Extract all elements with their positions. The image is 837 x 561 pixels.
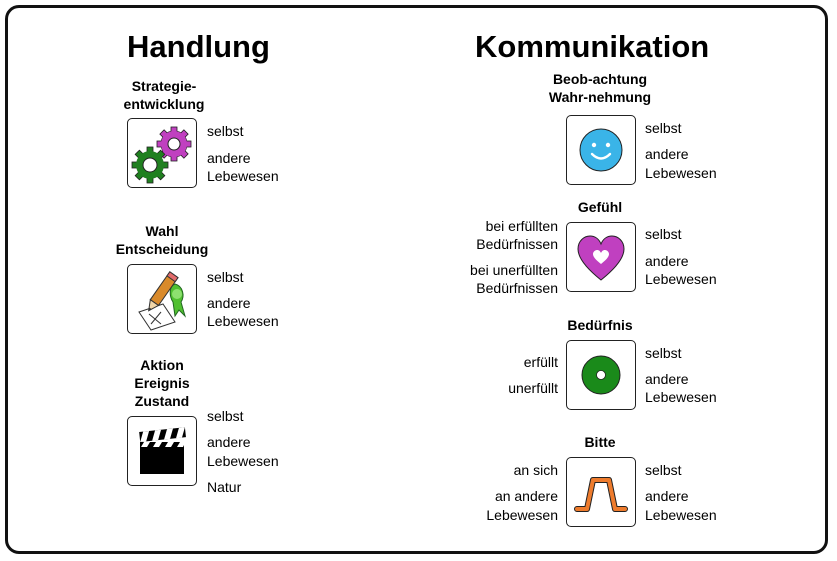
diagram-frame xyxy=(5,5,828,554)
need-right-1: selbst xyxy=(645,345,682,361)
action-right-2: andere xyxy=(207,434,251,450)
strategy-label-line-1: Strategie- xyxy=(131,78,197,94)
feeling-left-4: Bedürfnissen xyxy=(476,280,558,296)
choice-right-1: selbst xyxy=(207,269,244,285)
observation-label-line-2: Wahr-nehmung xyxy=(548,89,652,105)
need-label: Bedürfnis xyxy=(550,316,650,334)
action-label-line-2: Ereignis xyxy=(134,375,190,391)
gears-icon xyxy=(127,118,197,188)
smiley-icon xyxy=(566,115,636,185)
handlung-heading: Handlung xyxy=(127,29,270,64)
observation-label-line-1: Beob-achtung xyxy=(552,71,648,87)
action-label: Aktion Ereignis Zustand xyxy=(102,356,222,410)
need-left-2: unerfüllt xyxy=(508,380,558,396)
feeling-label-line-1: Gefühl xyxy=(577,199,623,215)
observation-right-1: selbst xyxy=(645,120,682,136)
choice-right-3: Lebewesen xyxy=(207,313,279,329)
strategy-right-2: andere xyxy=(207,150,251,166)
kommunikation-heading: Kommunikation xyxy=(475,29,710,64)
feeling-left-3: bei unerfüllten xyxy=(470,262,558,278)
request-left-1: an sich xyxy=(513,462,558,478)
heart-icon xyxy=(566,222,636,292)
request-right-3: Lebewesen xyxy=(645,507,717,523)
need-label-line-1: Bedürfnis xyxy=(567,317,633,333)
strategy-label: Strategie- entwicklung xyxy=(104,77,224,113)
green-circle-icon xyxy=(566,340,636,410)
choice-label-line-2: Entscheidung xyxy=(115,241,209,257)
action-right-3: Lebewesen xyxy=(207,453,279,469)
observation-right-3: Lebewesen xyxy=(645,165,717,181)
request-left-2: an andere xyxy=(494,488,558,504)
action-label-line-3: Zustand xyxy=(134,393,190,409)
feeling-left-1: bei erfüllten xyxy=(485,218,558,234)
choice-label-line-1: Wahl xyxy=(145,223,179,239)
feeling-left-2: Bedürfnissen xyxy=(476,236,558,252)
clapperboard-icon xyxy=(127,416,197,486)
request-right-1: selbst xyxy=(645,462,682,478)
action-right-1: selbst xyxy=(207,408,244,424)
request-left-3: Lebewesen xyxy=(486,507,558,523)
need-left-1: erfüllt xyxy=(523,354,558,370)
feeling-right-1: selbst xyxy=(645,226,682,242)
choice-right-2: andere xyxy=(207,295,251,311)
request-label: Bitte xyxy=(550,433,650,451)
observation-label: Beob-achtung Wahr-nehmung xyxy=(530,70,670,106)
strategy-right-3: Lebewesen xyxy=(207,168,279,184)
action-label-line-1: Aktion xyxy=(140,357,184,373)
strategy-label-line-2: entwicklung xyxy=(123,96,205,112)
strategy-right-1: selbst xyxy=(207,123,244,139)
pencil-ballot-icon xyxy=(127,264,197,334)
action-right-4: Natur xyxy=(207,479,242,495)
choice-label: Wahl Entscheidung xyxy=(102,222,222,258)
need-right-2: andere xyxy=(645,371,689,387)
feeling-right-2: andere xyxy=(645,253,689,269)
feeling-right-3: Lebewesen xyxy=(645,271,717,287)
need-right-3: Lebewesen xyxy=(645,389,717,405)
request-curve-icon xyxy=(566,457,636,527)
observation-right-2: andere xyxy=(645,146,689,162)
feeling-label: Gefühl xyxy=(550,198,650,216)
request-label-line-1: Bitte xyxy=(584,434,616,450)
request-right-2: andere xyxy=(645,488,689,504)
